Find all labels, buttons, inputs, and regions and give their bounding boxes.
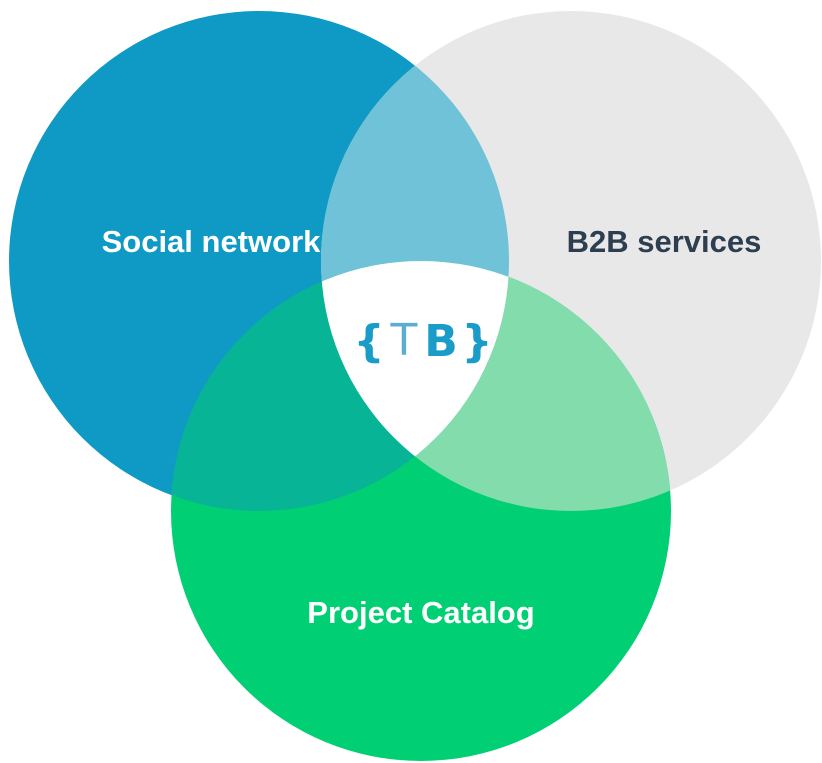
tb-logo: { T B } (353, 315, 492, 367)
logo-close-brace: } (461, 316, 492, 367)
logo-letter-b: B (424, 316, 458, 367)
social-network-label: Social network (102, 224, 322, 259)
logo-letter-t: T (390, 315, 418, 366)
project-catalog-label: Project Catalog (307, 595, 534, 630)
overlap-b2b-catalog (321, 261, 671, 511)
overlap-social-catalog (171, 261, 509, 511)
b2b-services-label: B2B services (567, 224, 762, 259)
logo-open-brace: { (353, 316, 384, 367)
